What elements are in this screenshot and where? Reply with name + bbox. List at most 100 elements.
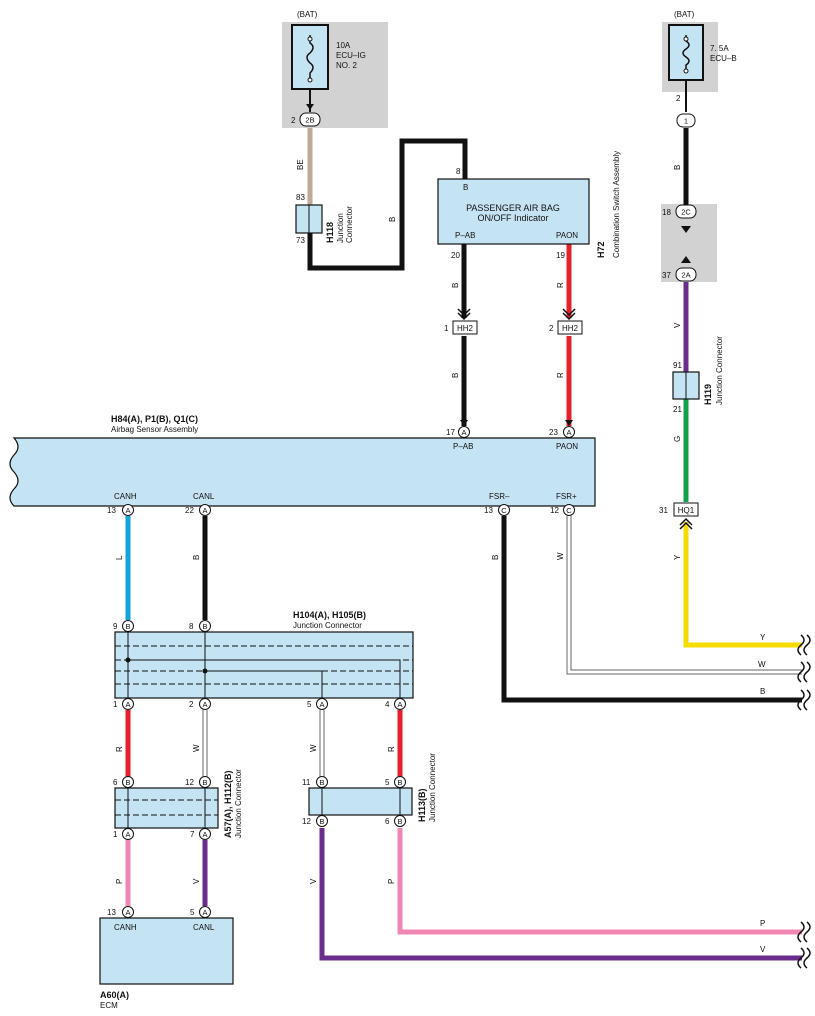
h113-junction-box xyxy=(308,787,413,816)
fuse-ecu-b xyxy=(668,24,704,112)
svg-text:1: 1 xyxy=(444,324,449,333)
airbag-id: H84(A), P1(B), Q1(C) xyxy=(111,414,198,424)
svg-text:1: 1 xyxy=(113,830,118,839)
pin-12-b: B xyxy=(199,776,211,788)
h113-id: H113(B) xyxy=(417,788,427,822)
svg-text:37: 37 xyxy=(662,271,671,280)
a57-junction-box xyxy=(114,787,219,829)
h104-name: Junction Connector xyxy=(293,621,362,630)
svg-text:BE: BE xyxy=(296,159,305,170)
svg-text:A: A xyxy=(202,830,207,839)
wire-y xyxy=(683,522,802,648)
svg-text:13: 13 xyxy=(484,506,493,515)
component-labels: (BAT) (BAT) 10A ECU–IG NO. 2 7. 5A ECU–B… xyxy=(100,10,737,1010)
svg-text:A: A xyxy=(566,428,571,437)
svg-text:C: C xyxy=(501,506,507,515)
h118-id: H118 xyxy=(325,222,335,243)
fuse-ecu-ig xyxy=(291,24,329,112)
indicator-label-2: ON/OFF Indicator xyxy=(477,213,548,223)
a60-id: A60(A) xyxy=(100,990,129,1000)
svg-text:19: 19 xyxy=(556,251,565,260)
svg-text:Junction: Junction xyxy=(336,213,345,243)
svg-text:5: 5 xyxy=(307,700,312,709)
svg-text:B: B xyxy=(319,778,324,787)
pin-1-right: 1 xyxy=(676,113,696,128)
hq1-connector: HQ1 xyxy=(673,502,699,530)
h119-id: H119 xyxy=(703,384,713,405)
arrow-2a xyxy=(681,256,691,263)
h104-junction-box xyxy=(114,631,414,699)
pin-12-b-lower: B xyxy=(316,815,328,827)
svg-text:2C: 2C xyxy=(681,208,691,217)
svg-text:18: 18 xyxy=(662,208,671,217)
svg-text:B: B xyxy=(397,817,402,826)
svg-text:A: A xyxy=(125,908,130,917)
pin-5-a-ecm: A xyxy=(199,906,211,918)
pin-2a: 2A xyxy=(675,267,697,282)
svg-text:W: W xyxy=(192,744,201,752)
svg-text:Y: Y xyxy=(760,633,766,642)
svg-text:B: B xyxy=(125,622,130,631)
svg-text:6: 6 xyxy=(113,778,118,787)
svg-text:R: R xyxy=(556,282,565,288)
pin-6-b-lower: B xyxy=(394,815,406,827)
svg-text:2: 2 xyxy=(549,324,554,333)
pin-5-b: B xyxy=(394,776,406,788)
svg-text:P: P xyxy=(760,919,765,928)
pin-8-b: B xyxy=(199,620,211,632)
svg-text:PAON: PAON xyxy=(556,442,578,451)
svg-text:W: W xyxy=(758,660,766,669)
pin-4-a: A xyxy=(394,698,406,710)
svg-text:A: A xyxy=(461,428,466,437)
hh2-connector-pab: HH2 xyxy=(452,308,478,335)
svg-text:P–AB: P–AB xyxy=(453,442,473,451)
svg-text:A: A xyxy=(125,506,130,515)
svg-text:PAON: PAON xyxy=(556,231,578,240)
svg-text:Y: Y xyxy=(673,554,682,560)
svg-text:R: R xyxy=(387,746,396,752)
bat-label-1: (BAT) xyxy=(297,10,318,19)
svg-text:B: B xyxy=(125,778,130,787)
svg-text:8: 8 xyxy=(456,167,461,176)
svg-text:B: B xyxy=(397,778,402,787)
svg-text:2: 2 xyxy=(291,116,296,125)
h72-id: H72 xyxy=(596,241,606,258)
svg-text:A: A xyxy=(319,700,324,709)
svg-text:CANH: CANH xyxy=(114,923,137,932)
svg-text:31: 31 xyxy=(659,506,668,515)
svg-text:R: R xyxy=(115,746,124,752)
pin-numbers: 2 83 73 8 20 19 1 2 17 23 13 22 13 12 9 … xyxy=(107,94,682,917)
ecm-box xyxy=(99,917,234,985)
airbag-name: Airbag Sensor Assembly xyxy=(111,425,198,434)
svg-text:2: 2 xyxy=(189,700,194,709)
svg-text:Junction Connector: Junction Connector xyxy=(428,753,437,822)
hh2-label-a: HH2 xyxy=(457,324,474,333)
svg-text:1: 1 xyxy=(684,117,688,126)
svg-text:B: B xyxy=(673,165,682,170)
hh2-connector-paon: HH2 xyxy=(557,308,583,335)
svg-text:1: 1 xyxy=(113,700,118,709)
svg-text:Junction Connector: Junction Connector xyxy=(234,769,243,838)
svg-text:Junction Connector: Junction Connector xyxy=(715,336,724,405)
arrow-2c xyxy=(681,226,691,233)
svg-text:6: 6 xyxy=(385,817,390,826)
svg-text:A: A xyxy=(202,700,207,709)
svg-text:2: 2 xyxy=(676,94,681,103)
svg-text:CANL: CANL xyxy=(193,923,215,932)
svg-text:B: B xyxy=(202,778,207,787)
svg-text:A: A xyxy=(202,506,207,515)
h72-indicator-box xyxy=(437,178,590,245)
svg-text:V: V xyxy=(192,878,201,884)
pin-13-a: A xyxy=(122,504,134,516)
a60-name: ECM xyxy=(100,1001,118,1010)
svg-text:12: 12 xyxy=(302,817,311,826)
svg-text:B: B xyxy=(451,373,460,378)
wire-labels: BE B B B R R B V G Y L B B W R W W R P V… xyxy=(115,159,766,954)
pin-6-b: B xyxy=(122,776,134,788)
wire-b-fsr xyxy=(501,516,802,703)
svg-text:G: G xyxy=(673,436,682,442)
pin-7-a: A xyxy=(199,828,211,840)
bat-label-2: (BAT) xyxy=(674,10,695,19)
svg-text:A: A xyxy=(202,908,207,917)
